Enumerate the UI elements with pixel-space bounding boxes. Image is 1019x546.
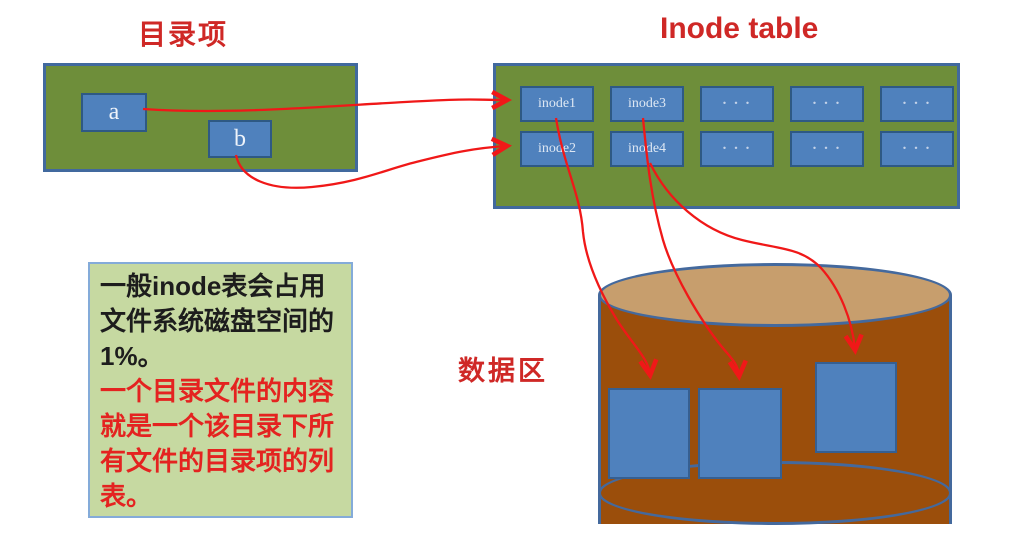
inode4-cell: inode4 [610,131,684,167]
inode-table-panel: inode1 inode3 . . . . . . . . . inode2 i… [493,63,960,209]
directory-entry-b: b [208,120,272,158]
note-line-red: 就是一个该目录下所 [100,411,335,441]
inode1-cell: inode1 [520,86,594,122]
inode3-cell: inode3 [610,86,684,122]
data-block-1 [608,388,690,479]
inode-table-title: Inode table [660,12,819,45]
inode-ellipsis-cell: . . . [790,131,864,167]
inode2-cell: inode2 [520,131,594,167]
inode-ellipsis-cell: . . . [880,86,954,122]
note-line: 文件系统磁盘空间的 [100,306,335,336]
directory-entries-title: 目录项 [138,19,229,50]
cylinder-top-ellipse [598,263,952,327]
inode-note-box: 一般inode表会占用 文件系统磁盘空间的 1%。 一个目录文件的内容 就是一个… [88,262,353,518]
note-line-red: 表。 [100,481,153,511]
data-area-title: 数据区 [458,356,548,386]
note-line-red: 有文件的目录项的列 [100,446,335,476]
note-line-red: 一个目录文件的内容 [100,376,335,406]
inode-ellipsis-cell: . . . [700,131,774,167]
inode-ellipsis-cell: . . . [790,86,864,122]
directory-entry-a: a [81,93,147,132]
inode-ellipsis-cell: . . . [700,86,774,122]
data-block-3 [815,362,897,453]
note-line: 一般inode表会占用 [100,271,326,301]
data-block-2 [698,388,782,479]
note-line: 1%。 [100,341,164,371]
inode-ellipsis-cell: . . . [880,131,954,167]
directory-panel: a b [43,63,358,172]
